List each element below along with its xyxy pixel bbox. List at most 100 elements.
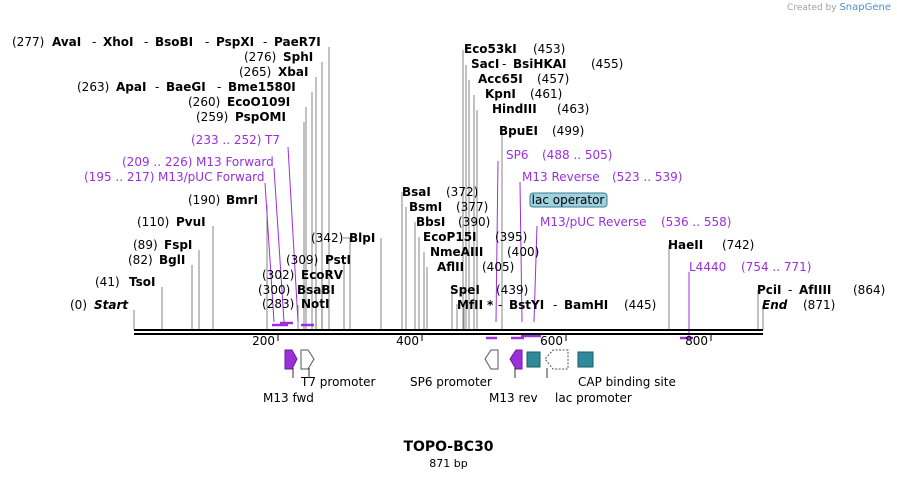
primer-sp6-range: (488 .. 505) [542,148,612,162]
site-sep: - [498,298,502,312]
site-pspxi: PspXI [216,35,254,49]
primer-m13puc-name: M13/pUC Forward [158,170,265,184]
primer-sp6-name: SP6 [506,148,529,162]
site-pos-400: (400) [507,245,539,259]
sp6-promoter-arrow [484,349,499,370]
site-pvui: PvuI [176,215,206,229]
site-pos-742: (742) [722,238,754,252]
site-bamhi: BamHI [564,298,608,312]
feature-cap-binding-site: CAP binding site [578,375,676,389]
site-sep: - [92,35,96,49]
site-pos-453: (453) [533,42,565,56]
primer-m13pucrev-range: (536 .. 558) [661,215,731,229]
site-labels-mid: (342) BlpI PstI (302) (309) EcoRV (300) … [258,231,375,311]
site-bmri: BmrI [226,193,258,207]
site-pos-82: (82) [128,253,153,267]
feature-lac-promoter: lac promoter [555,391,632,405]
feature-track [284,349,594,378]
site-pos-461: (461) [530,87,562,101]
site-xhoi: XhoI [103,35,134,49]
watermark-brand: SnapGene [839,2,891,13]
feature-m13-fwd: M13 fwd [263,391,314,405]
site-pos-259: (259) [196,110,228,124]
site-sep: - [788,283,792,297]
primer-m13rev-name: M13 Reverse [522,170,600,184]
ruler-tick-800: 800 [685,334,708,348]
site-kpni: KpnI [485,87,516,101]
site-afliii: AfIIII [799,283,831,297]
ruler-tick-400: 400 [396,334,419,348]
feature-labels: T7 promoter M13 fwd SP6 promoter M13 rev… [263,375,676,405]
site-pos-445: (445) [624,298,656,312]
site-tsoi: TsoI [129,275,155,289]
m13-fwd-arrow [284,349,298,370]
plasmid-size: 871 bp [429,457,468,470]
site-nmeaiii: NmeAIII [430,245,483,259]
site-eco53ki: Eco53kI [464,42,517,56]
site-pos-342: (342) [311,231,343,245]
site-pos-0: (0) [70,298,87,312]
feature-sp6-promoter: SP6 promoter [410,375,492,389]
watermark-prefix: Created by [787,3,837,13]
site-ecop15i: EcoP15I [423,230,477,244]
lac-operator-box: lac operator [529,192,608,208]
site-pos-463: (463) [557,102,589,116]
primer-l4440-range: (754 .. 771) [741,260,811,274]
primer-m13rev-range: (523 .. 539) [612,170,682,184]
primer-m13fwd-range: (209 .. 226) [122,155,192,169]
site-pos-110: (110) [137,215,169,229]
site-pos-499: (499) [552,124,584,138]
site-pcii: PciI [757,283,782,297]
site-bsobi: BsoBI [155,35,193,49]
site-haeii: HaeII [668,238,703,252]
site-bsmi: BsmI [409,200,442,214]
site-bpuei: BpuEI [499,124,538,138]
site-pos-390: (390) [458,215,490,229]
m13-rev-arrow [509,349,523,370]
site-labels-mcs: Eco53kI (453) SacI - BsiHKAI (455) Acc65… [402,42,885,312]
site-ecoo109i: EcoO109I [227,95,290,109]
lac-operator-label: lac operator [532,193,605,207]
site-sep: - [263,35,267,49]
ruler-tick-600: 600 [540,334,563,348]
site-pos-864: (864) [853,283,885,297]
primer-leader-lines [264,146,690,336]
site-blpi: BlpI [349,231,375,245]
site-pos-190: (190) [188,193,220,207]
site-pos-455: (455) [591,57,623,71]
dna-backbone [134,329,763,335]
site-bsihkai: BsiHKAI [513,57,567,71]
site-sep: - [502,57,506,71]
site-pos-277: (277) [12,35,44,49]
site-baegi: BaeGI [166,80,206,94]
site-sep: - [553,298,557,312]
site-saci: SacI [471,57,499,71]
site-leader-lines [133,47,764,330]
site-bme1580i: Bme1580I [228,80,296,94]
feature-t7-promoter: T7 promoter [300,375,376,389]
site-pos-283: (283) [262,297,294,311]
site-bgli: BglI [159,253,185,267]
site-star: * [487,298,494,312]
site-pos-405: (405) [482,260,514,274]
site-pos-309: (309) [286,253,318,267]
site-pos-377: (377) [456,200,488,214]
site-sep: - [217,80,221,94]
primer-bars [272,321,693,340]
site-xbai: XbaI [278,65,308,79]
site-end: End [762,298,788,312]
site-mfli: MfII [457,298,483,312]
site-sep: - [155,80,159,94]
site-pos-395: (395) [495,230,527,244]
site-pos-302: (302) [262,268,294,282]
site-pos-41: (41) [95,275,120,289]
site-noti: NotI [301,297,330,311]
site-spei: SpeI [450,283,480,297]
site-pos-457: (457) [537,72,569,86]
site-pos-300: (300) [258,283,290,297]
cap-binding-site-feature [577,351,594,368]
site-sphi: SphI [283,50,313,64]
site-paer7i: PaeR7I [274,35,321,49]
site-avai: AvaI [52,35,81,49]
site-pos-276: (276) [244,50,276,64]
